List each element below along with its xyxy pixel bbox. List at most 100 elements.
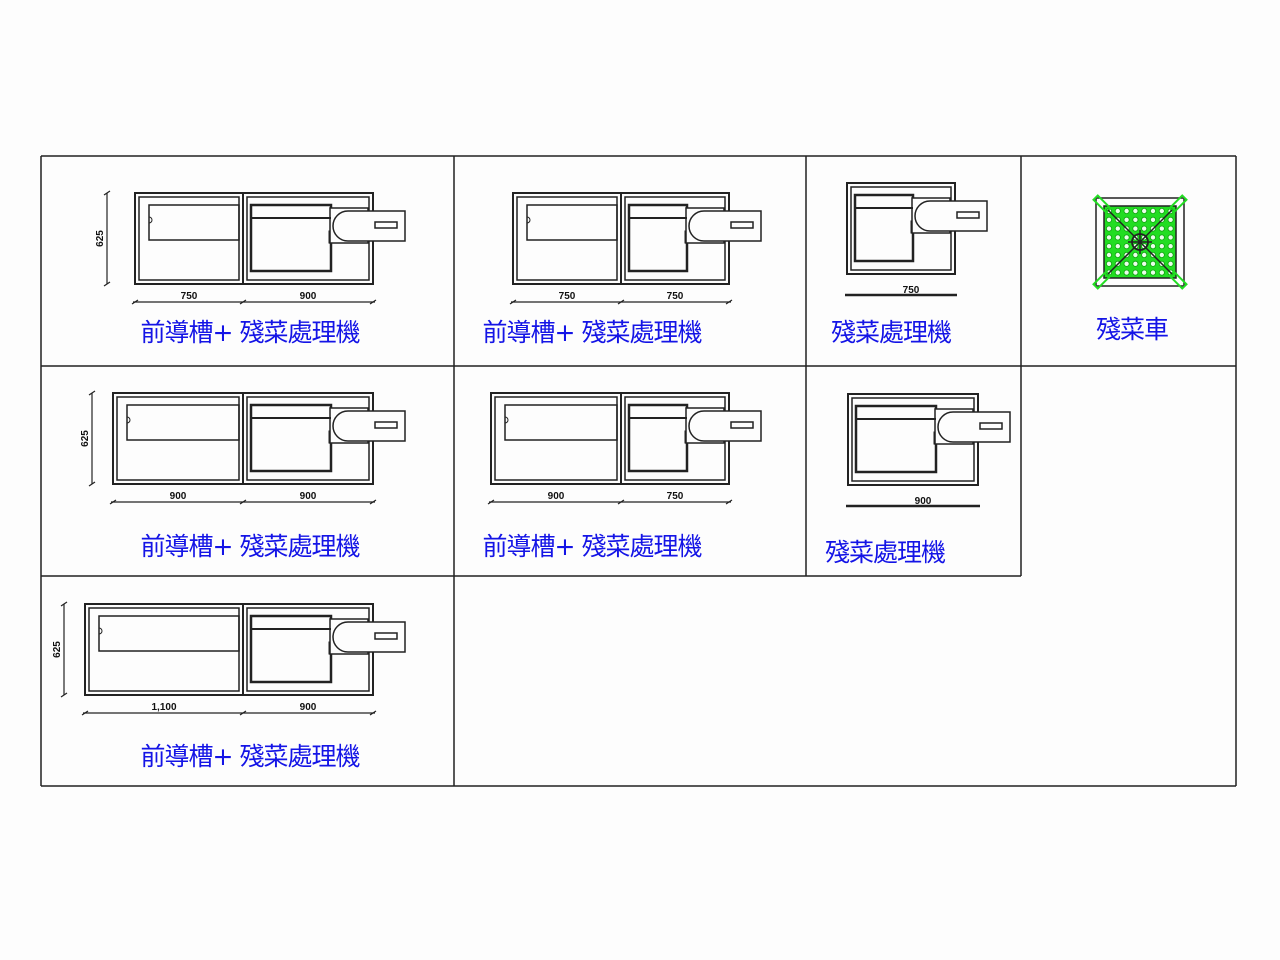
cart-hole xyxy=(1106,216,1113,223)
cart-hole xyxy=(1141,216,1148,223)
cart-hole xyxy=(1141,207,1148,214)
tank-outer xyxy=(134,192,244,285)
cart-hole xyxy=(1106,260,1113,267)
dimension-label-vertical: 625 xyxy=(80,430,91,447)
hopper-slot xyxy=(730,421,754,429)
dimension-tick xyxy=(103,190,111,196)
food-waste-machine xyxy=(620,392,762,485)
pre-tank xyxy=(84,603,244,696)
dimension-tick xyxy=(81,710,89,716)
hopper-slot xyxy=(374,221,398,229)
cart-hole xyxy=(1123,207,1130,214)
machine-bin xyxy=(627,203,689,273)
machine-bin xyxy=(249,403,333,473)
cart-hole xyxy=(1123,243,1130,250)
dimension-tick xyxy=(239,710,247,716)
dimension-tick xyxy=(487,499,495,505)
dimension-tick xyxy=(109,499,117,505)
tank-outer xyxy=(490,392,622,485)
dimension-tick xyxy=(88,390,96,396)
cart-hole xyxy=(1106,234,1113,241)
label-c6: 前導槽+ 殘菜處理機 xyxy=(482,532,703,561)
cart-hole xyxy=(1150,234,1157,241)
dimension-tick xyxy=(88,481,96,487)
dimension-label: 1,100 xyxy=(151,702,176,713)
tank-notch xyxy=(98,627,103,635)
hopper-chute xyxy=(914,200,988,232)
tank-basin xyxy=(98,615,240,652)
tank-basin xyxy=(126,404,240,441)
dimension-label: 900 xyxy=(300,702,317,713)
dimension-tick xyxy=(131,299,139,305)
cart-hole xyxy=(1132,225,1139,232)
dimension-tick xyxy=(725,299,733,305)
tank-inner xyxy=(516,196,618,281)
tank-notch xyxy=(526,216,531,224)
food-waste-machine xyxy=(847,393,1011,486)
cart-hole xyxy=(1106,251,1113,258)
dimension-label: 900 xyxy=(915,496,932,507)
cart-hole xyxy=(1167,260,1174,267)
cart-hole xyxy=(1158,243,1165,250)
dimension-label-vertical: 625 xyxy=(52,641,63,658)
dimension-label: 750 xyxy=(181,291,198,302)
dimension-tick xyxy=(103,281,111,287)
cart-hole xyxy=(1132,260,1139,267)
cart-hole xyxy=(1123,269,1130,276)
cart-hole xyxy=(1150,260,1157,267)
pre-tank xyxy=(134,192,244,285)
hopper-slot xyxy=(374,632,398,640)
food-waste-machine xyxy=(242,392,406,485)
tank-notch xyxy=(126,416,131,424)
tank-outer xyxy=(512,192,622,285)
cart-hole xyxy=(1114,225,1121,232)
cart-hole xyxy=(1167,216,1174,223)
pre-tank xyxy=(112,392,244,485)
cart-hole xyxy=(1150,207,1157,214)
cart-hole xyxy=(1132,251,1139,258)
dimension-label: 900 xyxy=(300,491,317,502)
cart-hole xyxy=(1132,216,1139,223)
label-c4: 殘菜車 xyxy=(1095,315,1169,344)
cart-hole xyxy=(1158,269,1165,276)
hopper-chute xyxy=(332,410,406,442)
hopper-slot xyxy=(730,221,754,229)
tank-inner xyxy=(494,396,618,481)
cart-hole xyxy=(1141,225,1148,232)
tank-basin xyxy=(148,204,240,241)
hopper-chute xyxy=(937,411,1011,443)
dimension-tick xyxy=(60,601,68,607)
tank-inner xyxy=(88,607,240,692)
cart-hole xyxy=(1123,216,1130,223)
dimension-tick xyxy=(617,299,625,305)
dimension-tick xyxy=(725,499,733,505)
hopper-slot xyxy=(979,422,1003,430)
cart-frame xyxy=(1095,197,1185,287)
dimension-label: 750 xyxy=(667,291,684,302)
cart-hole xyxy=(1114,251,1121,258)
dimension-tick xyxy=(60,692,68,698)
tank-basin xyxy=(504,404,618,441)
cart-hole xyxy=(1167,243,1174,250)
cart-hole xyxy=(1114,207,1121,214)
tank-inner xyxy=(116,396,240,481)
label-c3: 殘菜處理機 xyxy=(830,318,952,347)
machine-bin xyxy=(249,203,333,273)
cart-hole xyxy=(1158,251,1165,258)
cart-hole xyxy=(1114,269,1121,276)
dimension-label-vertical: 625 xyxy=(95,230,106,247)
dimension-label: 900 xyxy=(170,491,187,502)
dimension-tick xyxy=(369,710,377,716)
cart-hole xyxy=(1150,216,1157,223)
dimension-label: 750 xyxy=(667,491,684,502)
hopper-chute xyxy=(332,210,406,242)
hopper-chute xyxy=(688,210,762,242)
cart-hole xyxy=(1150,243,1157,250)
cart-hole xyxy=(1114,243,1121,250)
machine-bin xyxy=(853,193,915,263)
cart-hole xyxy=(1141,251,1148,258)
tank-notch xyxy=(504,416,509,424)
tank-outer xyxy=(84,603,244,696)
tank-basin xyxy=(526,204,618,241)
